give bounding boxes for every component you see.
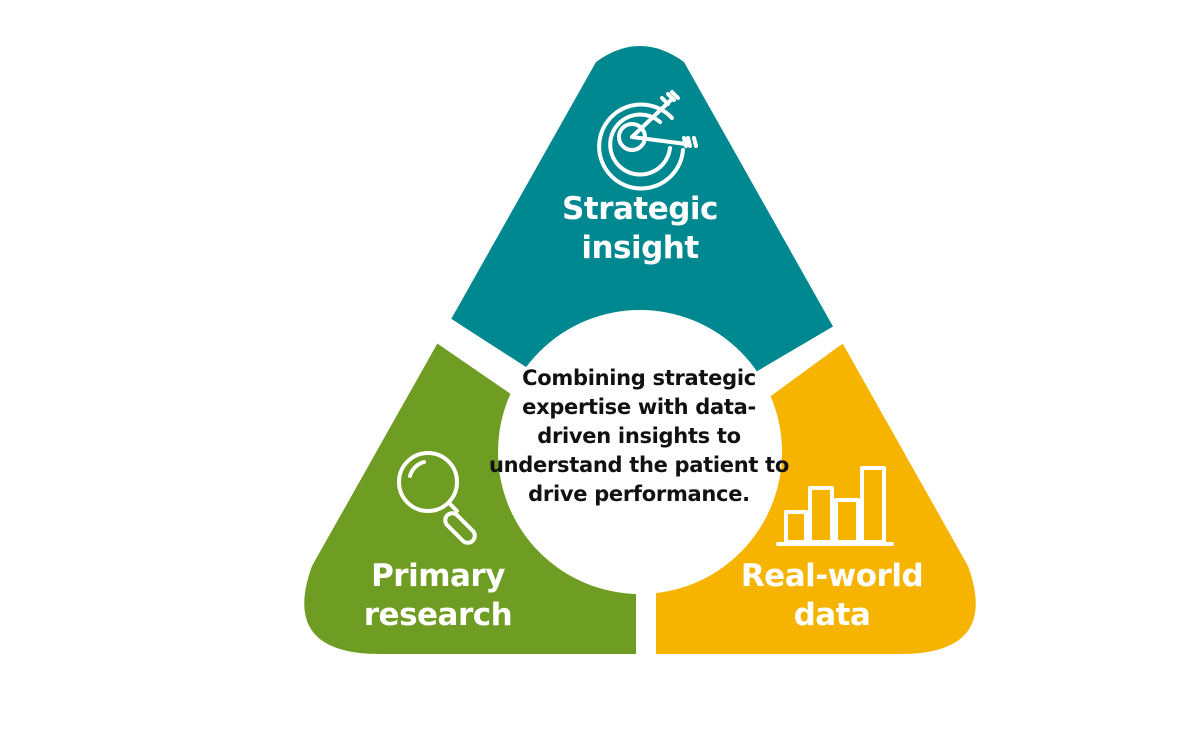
label-primary-line1: Primary <box>371 558 505 594</box>
target-arrow-icon <box>597 90 698 191</box>
label-realworld-line2: data <box>793 597 871 633</box>
label-strategic-line2: insight <box>581 230 699 266</box>
center-statement: Combining strategic expertise with data-… <box>488 366 790 506</box>
label-strategic-line1: Strategic <box>562 191 718 227</box>
magnifier-icon <box>397 451 477 545</box>
label-realworld-line1: Real-world <box>740 558 924 594</box>
label-primary-line2: research <box>363 597 513 633</box>
label-real-world-data: Real-world data <box>712 557 952 635</box>
bar-chart-icon <box>776 466 894 546</box>
center-circle <box>498 310 782 594</box>
label-primary-research: Primary research <box>318 557 558 635</box>
label-strategic-insight: Strategic insight <box>520 190 760 268</box>
